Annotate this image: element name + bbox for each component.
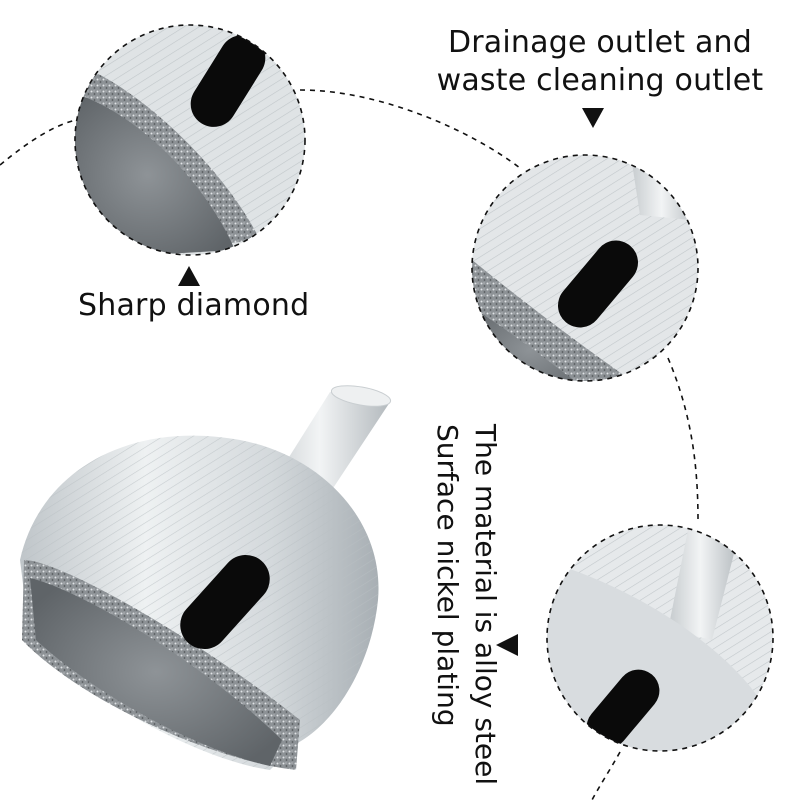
- zoom-circle-drainage: [471, 154, 699, 382]
- material-callout-line2: Surface nickel plating: [431, 424, 464, 727]
- main-drill-bit: [20, 385, 392, 770]
- drainage-callout-line1: Drainage outlet and: [447, 25, 753, 60]
- material-callout: The material is alloy steel Surface nick…: [400, 380, 560, 800]
- connector-lines: [0, 89, 699, 800]
- material-callout-line1: The material is alloy steel: [469, 424, 502, 786]
- diamond-callout: Sharp diamond: [78, 288, 310, 323]
- arrow-up-icon: [178, 266, 200, 286]
- arrow-down-icon: [582, 108, 604, 128]
- drainage-callout: Drainage outlet and waste cleaning outle…: [430, 24, 770, 100]
- drainage-callout-line2: waste cleaning outlet: [436, 63, 764, 98]
- zoom-circle-material: [546, 524, 774, 752]
- zoom-circle-diamond: [74, 24, 306, 256]
- arrow-left-icon: [496, 634, 518, 656]
